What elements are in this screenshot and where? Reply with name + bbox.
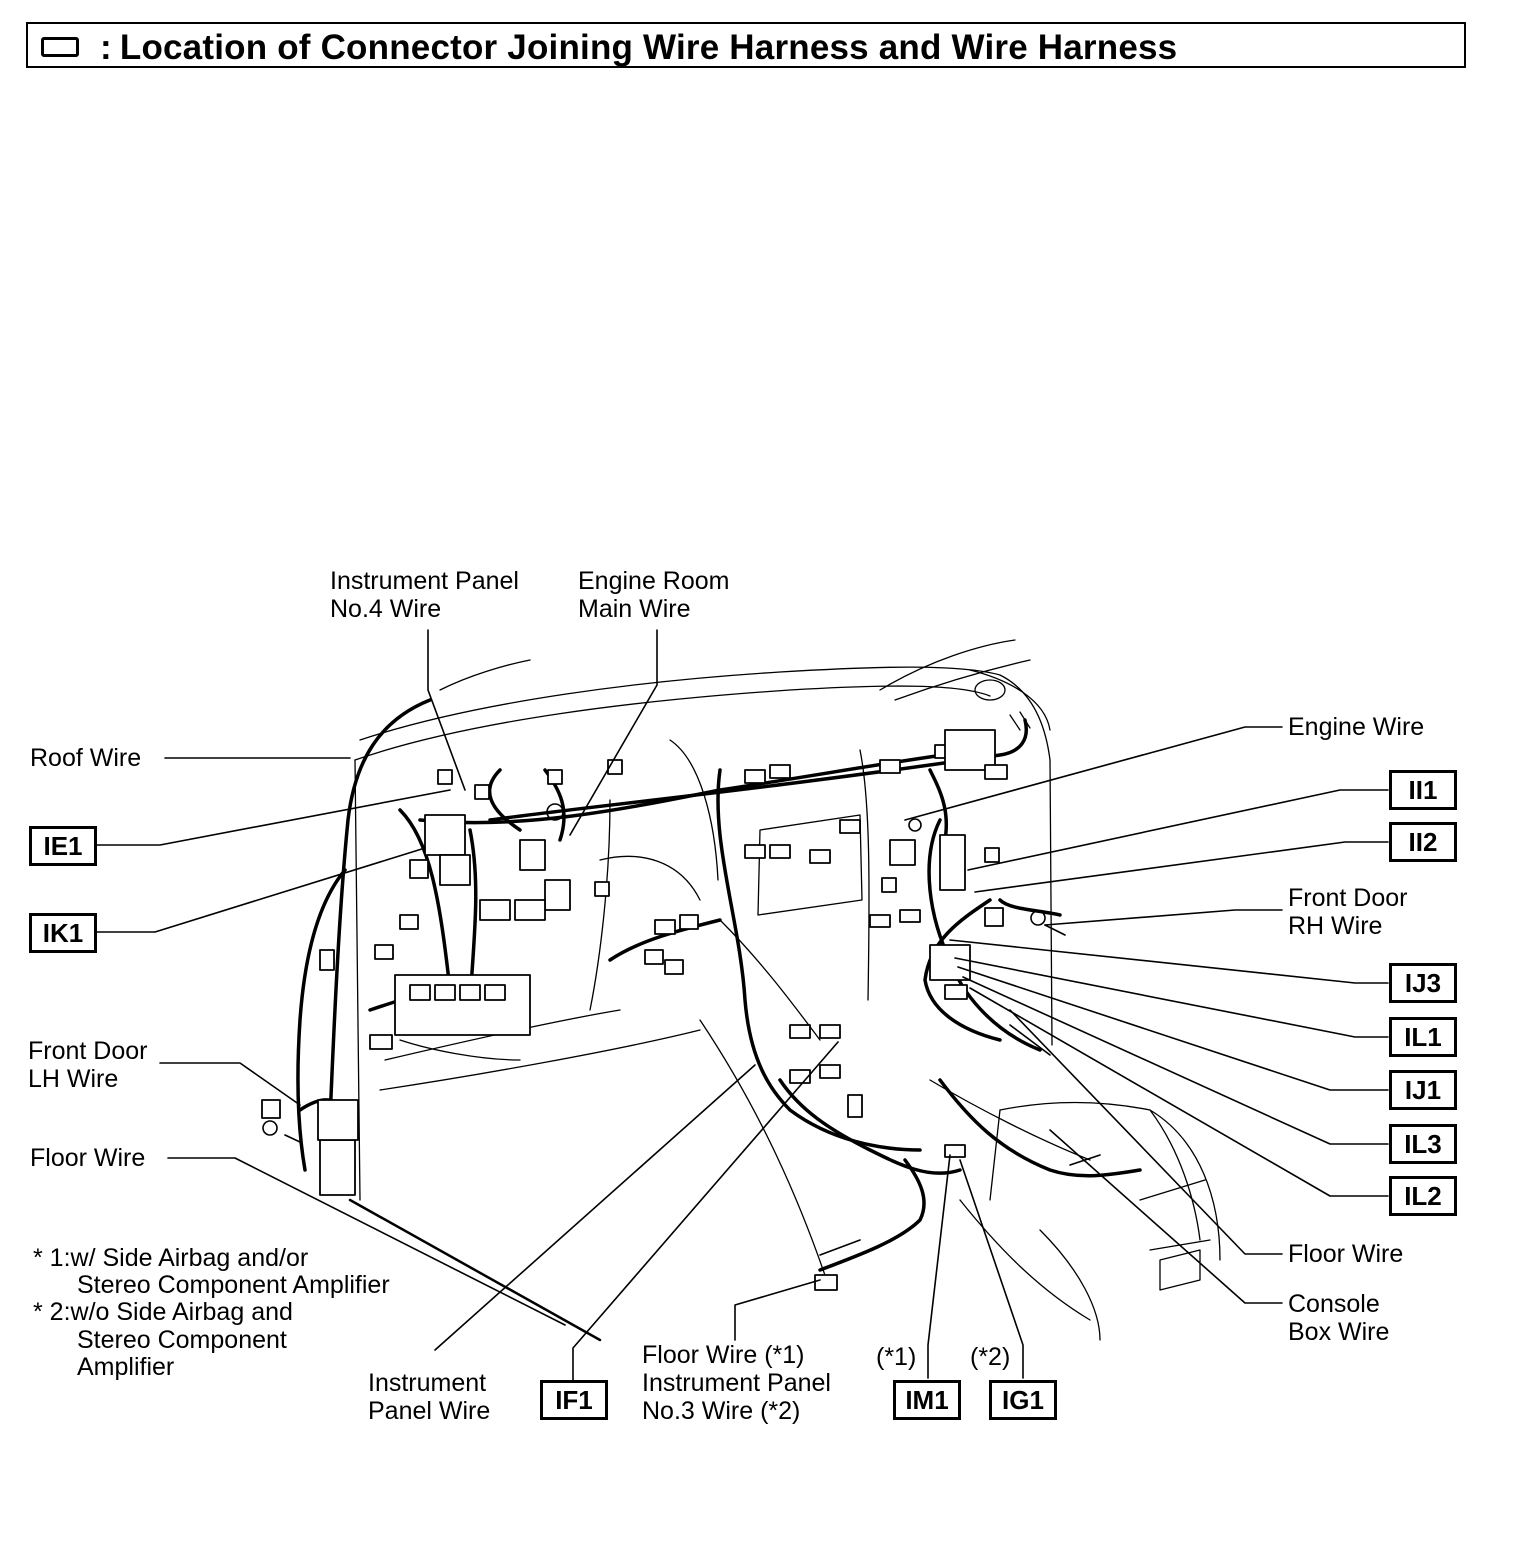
label-front-door-rh-wire: Front Door RH Wire [1288, 884, 1407, 940]
label-line: Instrument Panel [330, 567, 519, 595]
connector-code-if1: IF1 [540, 1380, 608, 1420]
connector-code-il2: IL2 [1389, 1176, 1457, 1216]
label-line: No.4 Wire [330, 595, 442, 623]
page-title: :Location of Connector Joining Wire Harn… [100, 28, 1177, 68]
connector-code-il3: IL3 [1389, 1124, 1457, 1164]
label-engine-room-main-wire: Engine Room Main Wire [578, 567, 729, 623]
label-line: Engine Wire [1288, 713, 1425, 741]
bolt-details [262, 803, 1101, 1342]
label-line: Engine Room [578, 567, 730, 595]
connector-code-ig1: IG1 [989, 1380, 1057, 1420]
label-line: Front Door [1288, 884, 1408, 912]
footnote-1-line-1: * 1:w/ Side Airbag and/or [33, 1244, 309, 1272]
footnote-2-line-3: Amplifier [77, 1353, 175, 1381]
title-bar: :Location of Connector Joining Wire Harn… [26, 22, 1466, 68]
label-line: Instrument [368, 1369, 487, 1397]
label-instrument-panel-wire: Instrument Panel Wire [368, 1369, 490, 1425]
label-front-door-lh-wire: Front Door LH Wire [28, 1037, 147, 1093]
footnote-2-line-1: * 2:w/o Side Airbag and [33, 1298, 293, 1326]
connector-code-ij1: IJ1 [1389, 1070, 1457, 1110]
label-line: Console [1288, 1290, 1380, 1318]
label-floor-wire-left: Floor Wire [30, 1144, 145, 1172]
label-line: Floor Wire [30, 1144, 146, 1172]
footnote-1-line-2: Stereo Component Amplifier [77, 1271, 390, 1299]
label-line: Floor Wire [1288, 1240, 1404, 1268]
leader-lines [96, 629, 1389, 1381]
marker-note-1: (*1) [876, 1343, 917, 1371]
connector-code-im1: IM1 [893, 1380, 961, 1420]
connector-blocks [261, 729, 1008, 1291]
label-line: Roof Wire [30, 744, 142, 772]
label-line: Instrument Panel [642, 1369, 831, 1397]
connector-code-ie1: IE1 [29, 826, 97, 866]
title-separator: : [100, 28, 112, 67]
dashboard-outline [354, 639, 1221, 1341]
label-engine-wire: Engine Wire [1288, 713, 1424, 741]
connector-code-ij3: IJ3 [1389, 963, 1457, 1003]
connector-code-ik1: IK1 [29, 913, 97, 953]
label-instrument-panel-no4-wire: Instrument Panel No.4 Wire [330, 567, 519, 623]
label-line: Box Wire [1288, 1318, 1390, 1346]
label-console-box-wire: Console Box Wire [1288, 1290, 1389, 1346]
label-line: No.3 Wire (*2) [642, 1397, 801, 1425]
label-floor-wire-right: Floor Wire [1288, 1240, 1403, 1268]
footnote-2-line-2: Stereo Component [77, 1326, 287, 1354]
label-line: Main Wire [578, 595, 691, 623]
label-line: Panel Wire [368, 1397, 491, 1425]
label-roof-wire: Roof Wire [30, 744, 141, 772]
label-line: Front Door [28, 1037, 148, 1065]
connector-code-ii2: II2 [1389, 822, 1457, 862]
label-line: LH Wire [28, 1065, 119, 1093]
connector-code-il1: IL1 [1389, 1017, 1457, 1057]
marker-note-2: (*2) [970, 1343, 1011, 1371]
label-line: RH Wire [1288, 912, 1383, 940]
label-line: Floor Wire (*1) [642, 1341, 805, 1369]
title-text: Location of Connector Joining Wire Harne… [119, 28, 1178, 67]
label-floor-wire-instrument-panel-no3-wire: Floor Wire (*1) Instrument Panel No.3 Wi… [642, 1341, 831, 1425]
connector-code-ii1: II1 [1389, 770, 1457, 810]
connector-box-icon [41, 37, 79, 57]
